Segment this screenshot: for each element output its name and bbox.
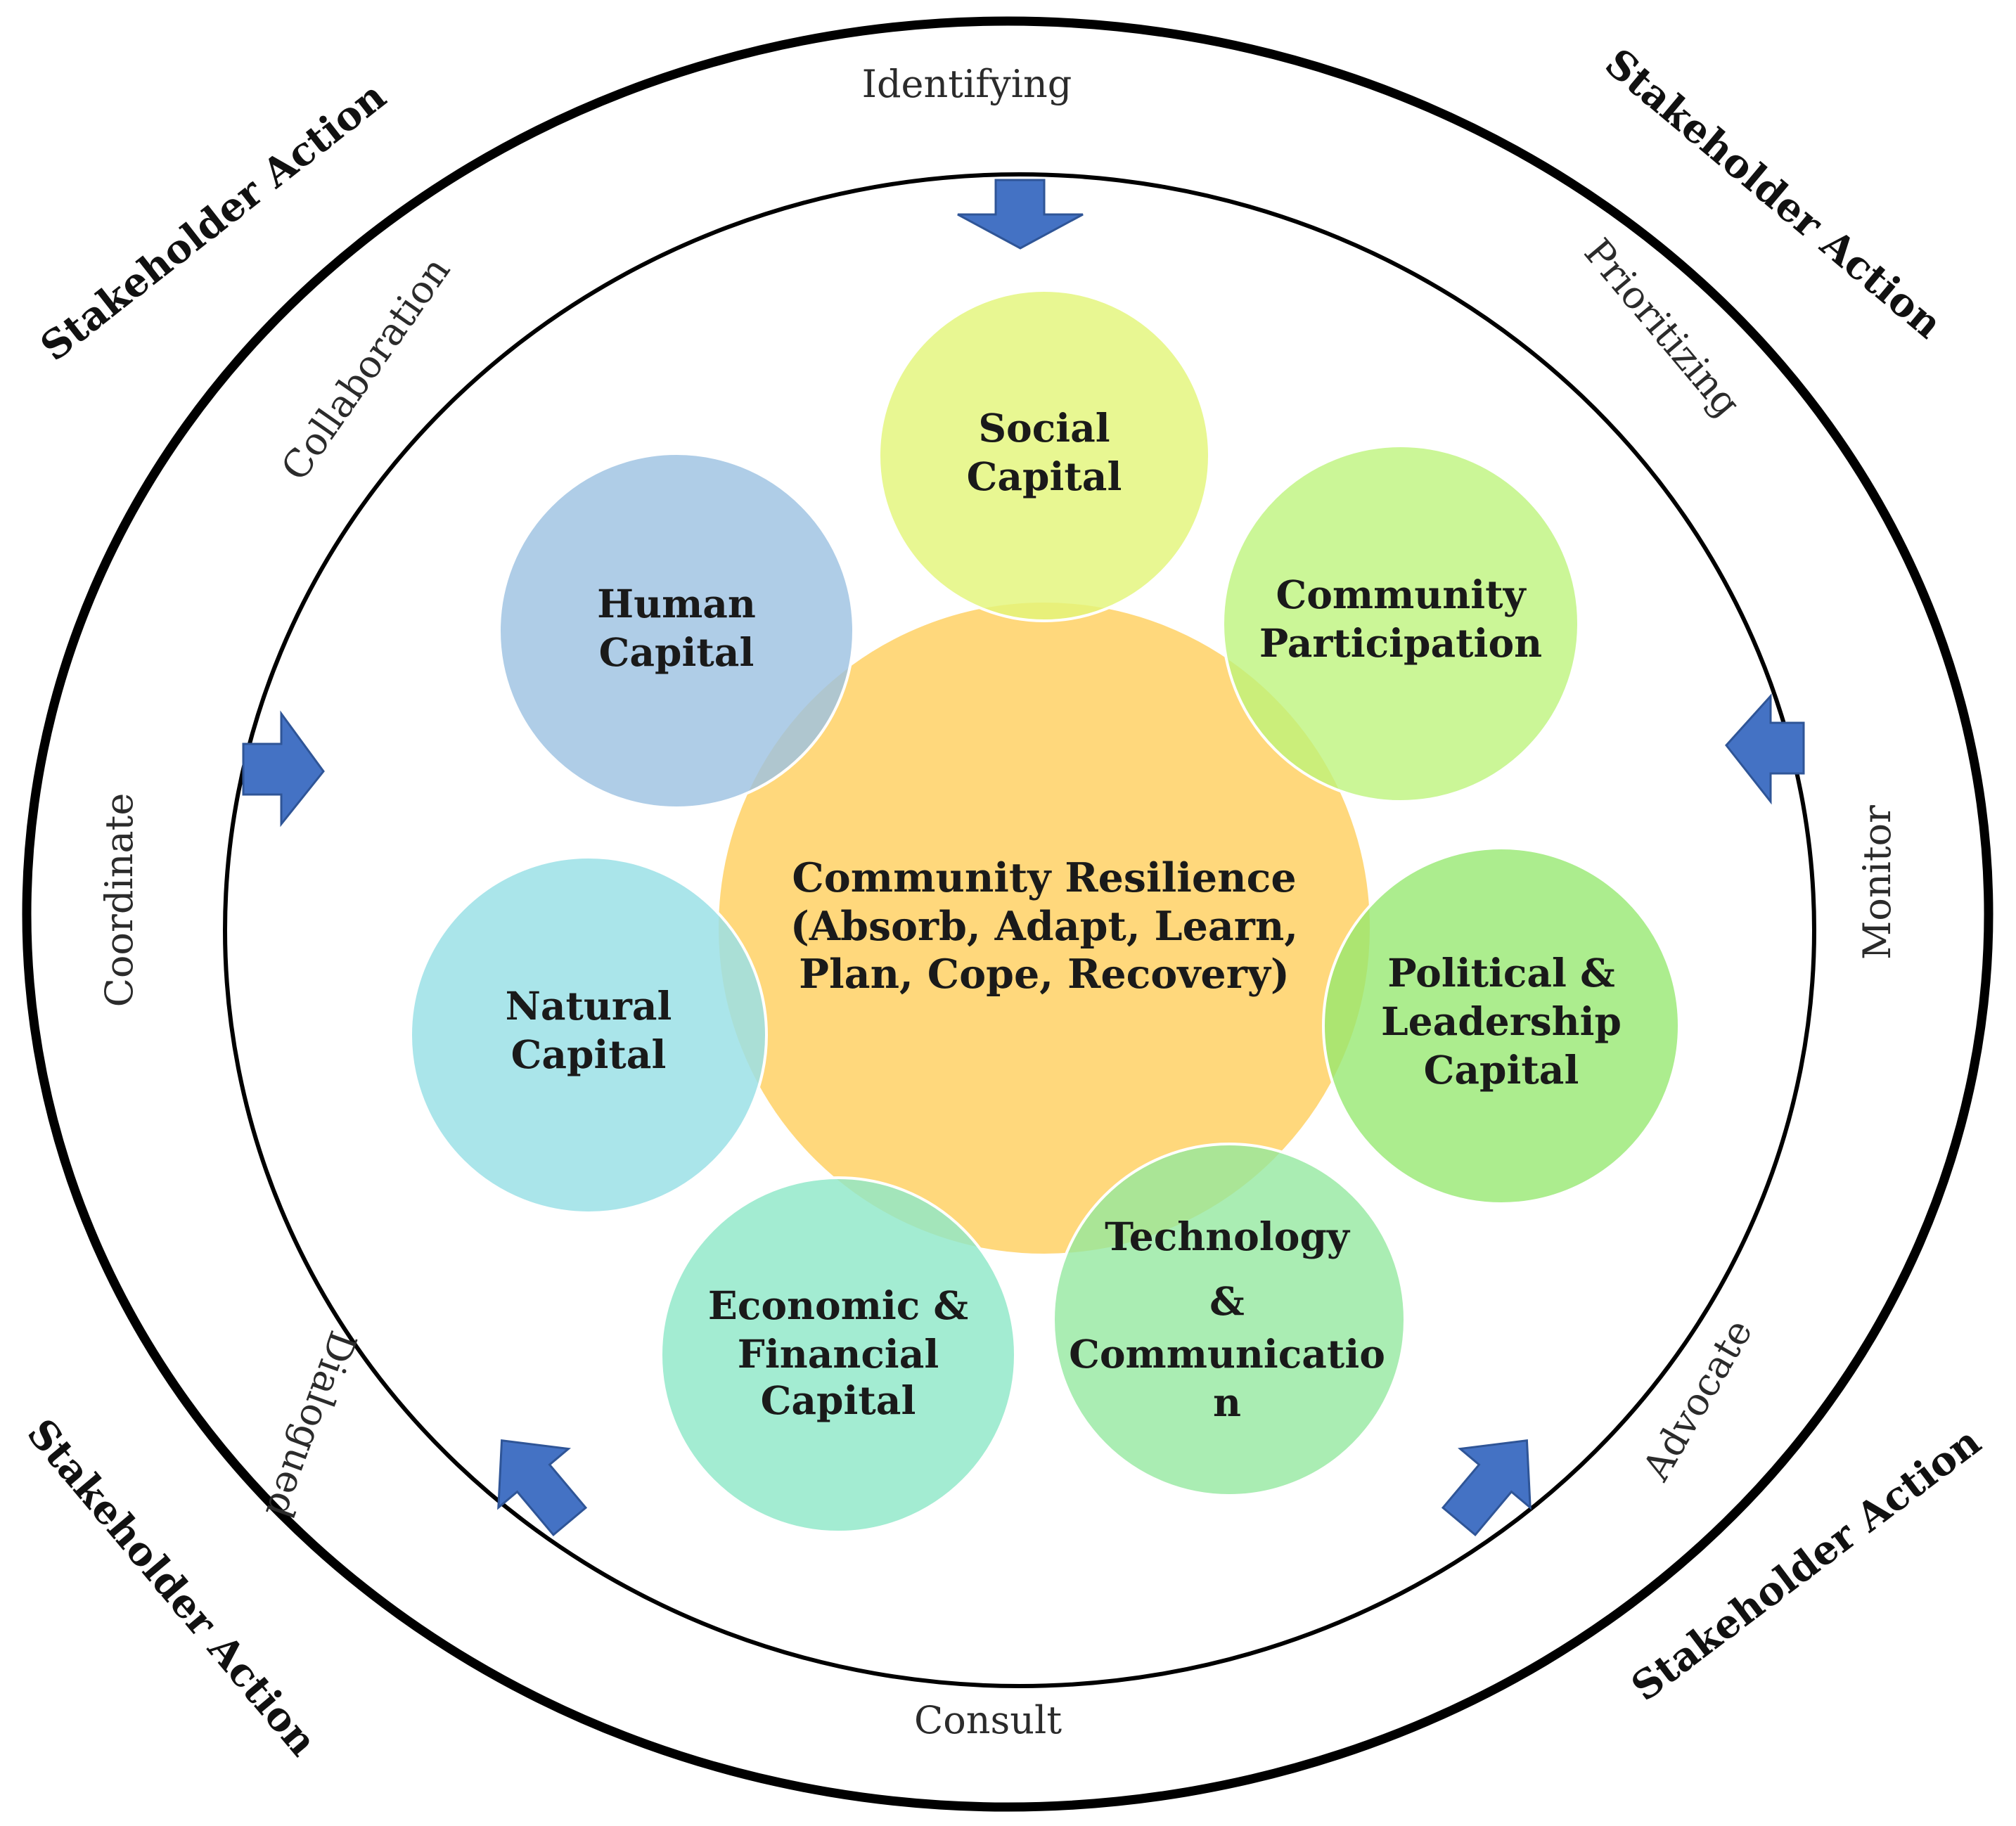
arrow-down-icon bbox=[957, 179, 1084, 250]
ring-label-identifying: Identifying bbox=[862, 62, 1072, 106]
community-participation-label-2: Participation bbox=[1259, 620, 1542, 666]
natural-capital-label-2: Capital bbox=[511, 1031, 667, 1077]
social-capital-label: Social bbox=[978, 405, 1110, 451]
technology-label-2: & bbox=[1209, 1278, 1245, 1324]
economic-capital-label-2: Financial bbox=[738, 1331, 939, 1377]
ring-label-monitor: Monitor bbox=[1855, 805, 1899, 960]
community-participation-circle bbox=[1221, 444, 1580, 803]
economic-capital-label: Economic & bbox=[708, 1282, 968, 1328]
ring-label-dialogued: Dialogued bbox=[257, 1325, 365, 1524]
inner-ring bbox=[223, 172, 1816, 1688]
arrow-right-icon bbox=[242, 710, 325, 828]
political-capital-label-3: Capital bbox=[1424, 1047, 1579, 1093]
technology-communication-circle bbox=[1052, 1143, 1406, 1497]
ring-label-prioritizing: Prioritizing bbox=[1576, 230, 1749, 425]
arrow-up-left-icon bbox=[1441, 1439, 1532, 1537]
ring-label-collaboration: Collaboration bbox=[272, 249, 458, 489]
economic-capital-label-3: Capital bbox=[761, 1377, 916, 1423]
human-capital-circle bbox=[498, 452, 855, 809]
human-capital-label-2: Capital bbox=[599, 629, 755, 675]
technology-label-4: n bbox=[1213, 1380, 1241, 1425]
ring-label-coordinate: Coordinate bbox=[97, 793, 141, 1008]
arrow-left-icon bbox=[1725, 693, 1805, 805]
technology-label-3: Communicatio bbox=[1069, 1331, 1385, 1377]
community-participation-label: Community bbox=[1276, 572, 1527, 617]
arrow-up-right-icon bbox=[497, 1439, 588, 1537]
natural-capital-circle bbox=[409, 856, 768, 1214]
center-line-2: (Absorb, Adapt, Learn, bbox=[790, 903, 1298, 950]
ring-label-advocate: Advocate bbox=[1633, 1312, 1761, 1489]
outer-ring bbox=[22, 16, 1993, 1812]
political-leadership-capital-circle bbox=[1322, 847, 1681, 1205]
stakeholder-action-top-left: Stakeholder Action bbox=[32, 72, 394, 370]
center-line-3: Plan, Cope, Recovery) bbox=[799, 951, 1290, 998]
natural-capital-label: Natural bbox=[506, 983, 672, 1029]
political-capital-label-2: Leadership bbox=[1381, 998, 1622, 1044]
social-capital-label-2: Capital bbox=[967, 454, 1122, 499]
political-capital-label: Political & bbox=[1387, 950, 1614, 996]
ring-label-consult: Consult bbox=[914, 1698, 1062, 1742]
social-capital-circle bbox=[878, 289, 1211, 622]
economic-financial-capital-circle bbox=[660, 1176, 1017, 1534]
human-capital-label: Human bbox=[597, 581, 756, 626]
technology-label: Technology bbox=[1105, 1214, 1351, 1259]
center-title: Community Resilience bbox=[792, 854, 1296, 901]
